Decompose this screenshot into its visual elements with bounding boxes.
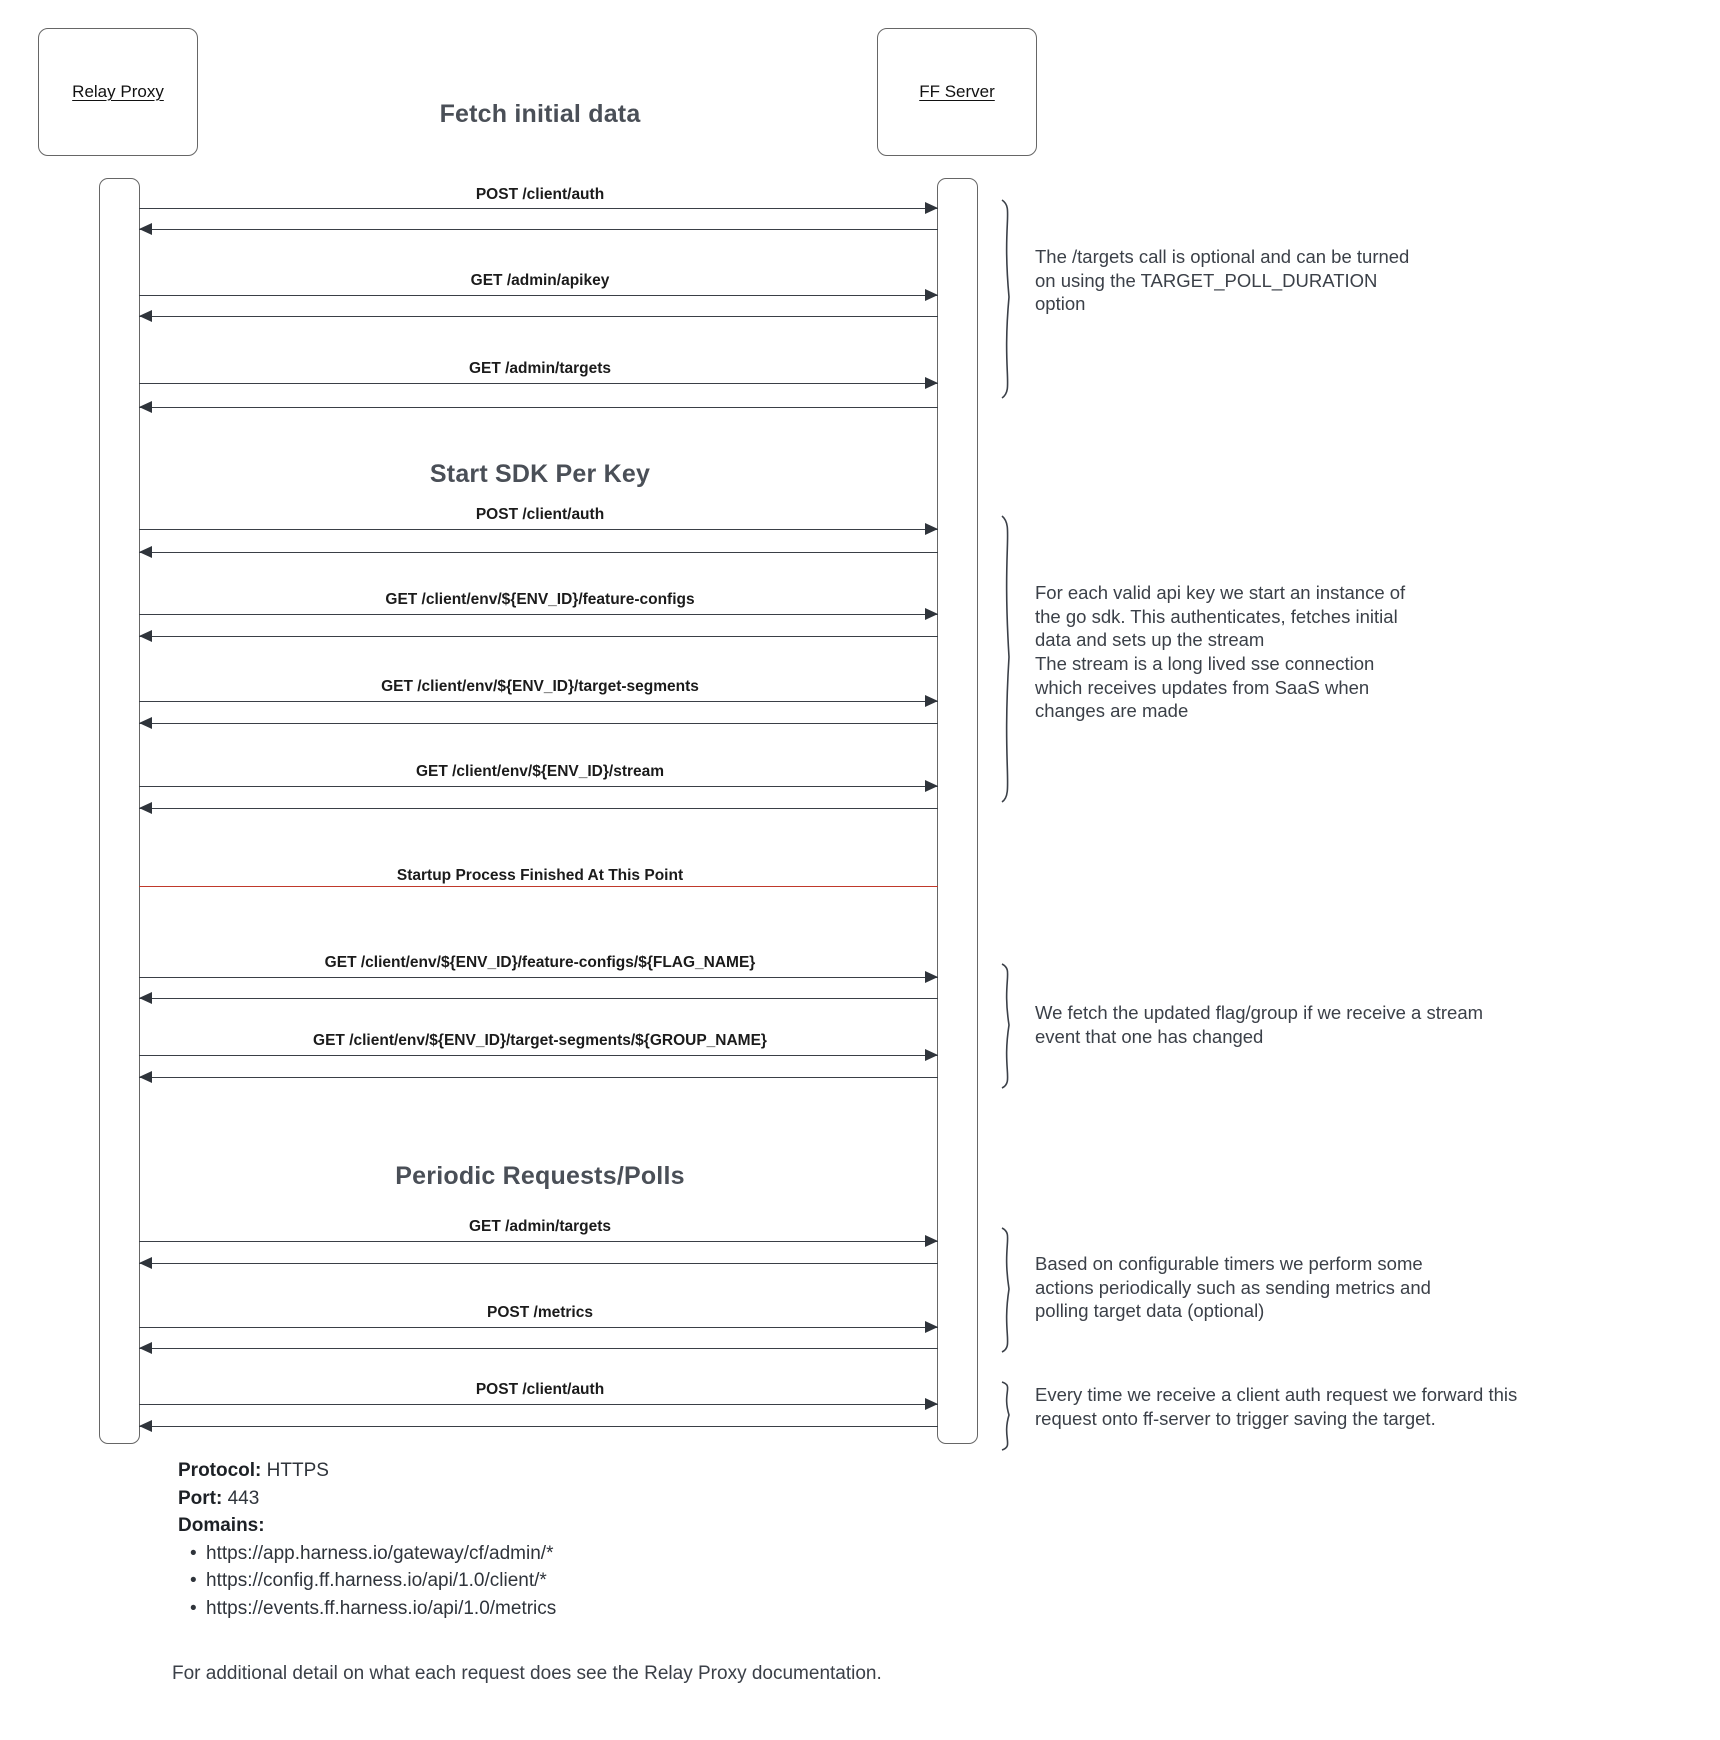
message-arrow-request-4 (139, 523, 938, 535)
footer-domains-list: https://app.harness.io/gateway/cf/admin/… (178, 1540, 798, 1623)
lifeline-ff-server (937, 178, 978, 1444)
message-arrow-response-12 (139, 1420, 938, 1432)
message-label-get-feature-configs: GET /client/env/${ENV_ID}/feature-config… (381, 591, 699, 609)
footer-domain-item: https://events.ff.harness.io/api/1.0/met… (190, 1595, 798, 1623)
message-label-get-stream: GET /client/env/${ENV_ID}/stream (411, 763, 669, 781)
message-arrow-request-9 (139, 1049, 938, 1061)
message-arrow-response-9 (139, 1071, 938, 1083)
message-arrow-request-3 (139, 377, 938, 389)
message-label-get-target-segment-by-group: GET /client/env/${ENV_ID}/target-segment… (309, 1032, 771, 1050)
message-label-get-feature-config-by-flag: GET /client/env/${ENV_ID}/feature-config… (320, 954, 760, 972)
message-label-post-metrics: POST /metrics (483, 1304, 597, 1322)
note-line: the go sdk. This authenticates, fetches … (1035, 605, 1398, 627)
note-stream-event-fetch: We fetch the updated flag/group if we re… (1035, 1001, 1595, 1048)
note-line: The /targets call is optional and can be… (1035, 246, 1410, 267)
footer-port-key: Port: (178, 1487, 223, 1509)
message-label-get-admin-targets-2: GET /admin/targets (464, 1218, 616, 1236)
message-arrow-response-5 (139, 630, 938, 642)
message-arrow-request-10 (139, 1235, 938, 1247)
footer-domain-item: https://config.ff.harness.io/api/1.0/cli… (190, 1567, 798, 1595)
footer-domains-row: Domains: (178, 1512, 798, 1540)
note-periodic-timers: Based on configurable timers we perform … (1035, 1252, 1535, 1323)
section-title-fetch-initial-data: Fetch initial data (439, 100, 641, 128)
message-arrow-request-6 (139, 695, 938, 707)
message-arrow-response-6 (139, 717, 938, 729)
note-line: For each valid api key we start an insta… (1035, 582, 1406, 603)
note-line: actions periodically such as sending met… (1035, 1276, 1431, 1298)
note-line: changes are made (1035, 700, 1189, 722)
message-arrow-request-12 (139, 1398, 938, 1410)
section-title-start-sdk-per-key: Start SDK Per Key (429, 460, 651, 488)
section-title-periodic-requests: Periodic Requests/Polls (395, 1162, 685, 1190)
message-label-get-admin-apikey: GET /admin/apikey (466, 272, 614, 290)
actor-box-relay-proxy: Relay Proxy (38, 28, 198, 156)
actor-label-relay-proxy: Relay Proxy (72, 82, 164, 101)
brace-note-4 (998, 1226, 1020, 1354)
message-arrow-response-8 (139, 992, 938, 1004)
message-arrow-response-3 (139, 401, 938, 413)
actor-label-ff-server: FF Server (919, 82, 995, 101)
footer-protocol-row: Protocol: HTTPS (178, 1457, 798, 1485)
note-line: data and sets up the stream (1035, 629, 1265, 651)
footer-domains-key: Domains: (178, 1515, 265, 1537)
actor-box-ff-server: FF Server (877, 28, 1037, 156)
message-label-get-admin-targets-1: GET /admin/targets (464, 360, 616, 378)
brace-note-3 (998, 962, 1020, 1090)
message-arrow-response-2 (139, 310, 938, 322)
note-line: request onto ff-server to trigger saving… (1035, 1407, 1436, 1429)
message-arrow-request-2 (139, 289, 938, 301)
footer-domain-item: https://app.harness.io/gateway/cf/admin/… (190, 1540, 798, 1568)
divider-line-startup-finished (139, 886, 938, 887)
message-arrow-request-1 (139, 202, 938, 214)
note-line: option (1035, 293, 1086, 315)
note-line: The stream is a long lived sse connectio… (1035, 653, 1375, 675)
lifeline-relay-proxy (99, 178, 140, 1444)
note-line: which receives updates from SaaS when (1035, 676, 1370, 698)
note-line: on using the TARGET_POLL_DURATION (1035, 269, 1378, 291)
message-arrow-request-8 (139, 971, 938, 983)
brace-note-5 (998, 1380, 1020, 1452)
message-arrow-request-11 (139, 1321, 938, 1333)
message-label-post-client-auth-1: POST /client/auth (471, 186, 609, 204)
message-arrow-response-11 (139, 1342, 938, 1354)
brace-note-2 (998, 514, 1020, 804)
message-arrow-response-4 (139, 546, 938, 558)
message-label-get-target-segments: GET /client/env/${ENV_ID}/target-segment… (377, 678, 703, 696)
footer-port-value: 443 (227, 1487, 260, 1509)
message-arrow-response-10 (139, 1257, 938, 1269)
footer-protocol-value: HTTPS (266, 1460, 329, 1481)
note-line: We fetch the updated flag/group if we re… (1035, 1002, 1484, 1023)
note-targets-optional: The /targets call is optional and can be… (1035, 245, 1505, 316)
message-label-post-client-auth-3: POST /client/auth (471, 1381, 609, 1399)
footer-connection-details: Protocol: HTTPS Port: 443 Domains: https… (178, 1457, 798, 1622)
note-client-auth-forward: Every time we receive a client auth requ… (1035, 1383, 1635, 1430)
footer-port-row: Port: 443 (178, 1485, 798, 1513)
divider-label-startup-finished: Startup Process Finished At This Point (392, 867, 688, 885)
message-arrow-response-7 (139, 802, 938, 814)
note-line: Every time we receive a client auth requ… (1035, 1384, 1518, 1405)
message-arrow-request-5 (139, 608, 938, 620)
note-start-sdk: For each valid api key we start an insta… (1035, 581, 1505, 723)
footnote-documentation-hint: For additional detail on what each reque… (172, 1663, 882, 1684)
message-arrow-request-7 (139, 780, 938, 792)
note-line: event that one has changed (1035, 1025, 1264, 1047)
message-label-post-client-auth-2: POST /client/auth (471, 506, 609, 524)
footer-protocol-key: Protocol: (178, 1460, 262, 1481)
message-arrow-response-1 (139, 223, 938, 235)
note-line: Based on configurable timers we perform … (1035, 1253, 1423, 1274)
note-line: polling target data (optional) (1035, 1300, 1265, 1322)
brace-note-1 (998, 198, 1020, 400)
